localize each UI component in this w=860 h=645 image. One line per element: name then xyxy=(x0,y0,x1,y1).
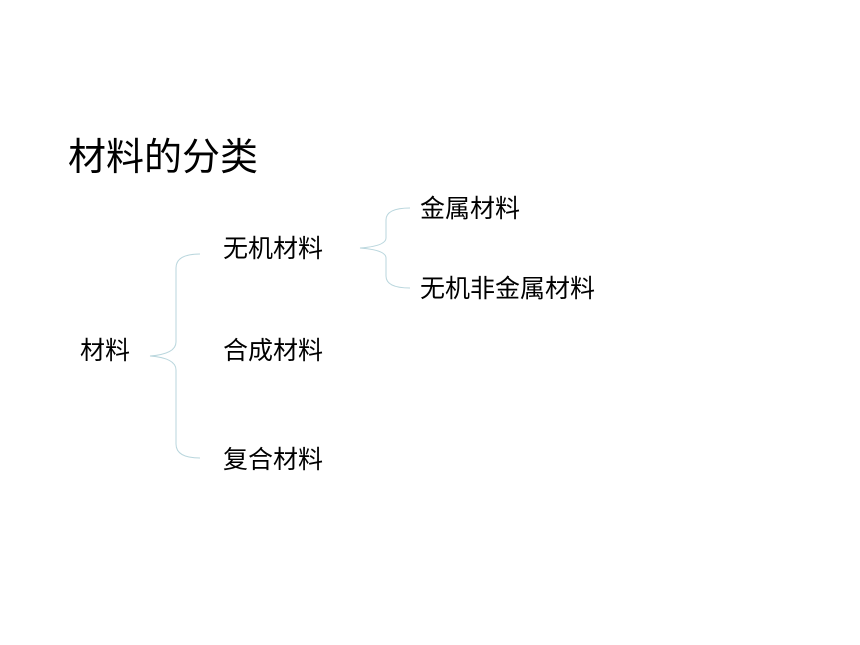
node-composite-materials: 复合材料 xyxy=(223,445,324,474)
node-synthetic-materials: 合成材料 xyxy=(223,336,324,365)
brace-main xyxy=(149,253,201,459)
page-title: 材料的分类 xyxy=(68,135,259,179)
node-inorganic-materials: 无机材料 xyxy=(223,234,324,263)
node-metal-materials: 金属材料 xyxy=(420,194,521,223)
brace-sub xyxy=(359,207,411,289)
node-root-materials: 材料 xyxy=(80,336,131,365)
node-inorganic-nonmetal-materials: 无机非金属材料 xyxy=(420,274,596,303)
